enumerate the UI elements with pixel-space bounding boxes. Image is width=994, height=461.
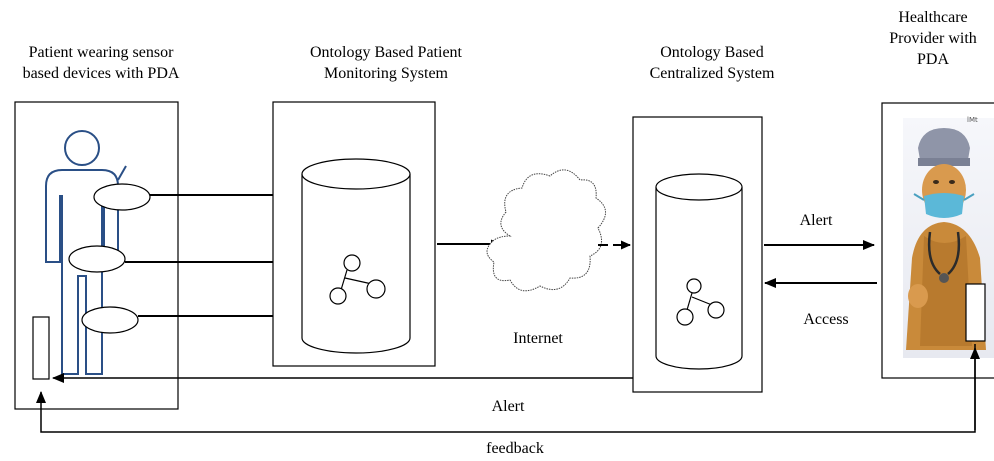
internet-cloud-icon: [486, 169, 606, 292]
svg-text:lMt: lMt: [967, 116, 978, 124]
sensor-oval-3: [81, 306, 139, 334]
sensor-oval-1: [93, 183, 151, 211]
alert-bottom-label: Alert: [491, 398, 525, 415]
alert-right-label: Alert: [799, 212, 833, 229]
sensor-oval-2: [68, 245, 126, 273]
feedback-loop-arrow: [36, 344, 976, 433]
provider-pda-icon: [965, 283, 986, 342]
feedback-label: feedback: [486, 440, 544, 457]
centralized-database-icon: [655, 173, 743, 370]
patient-figure-icon: [45, 130, 127, 375]
access-label: Access: [803, 311, 849, 328]
internet-label: Internet: [513, 330, 563, 347]
centralized-system-label: Ontology Based Centralized System: [649, 44, 775, 82]
centralized-ontology-tree-icon: [676, 278, 725, 326]
patient-pda-icon: [32, 316, 50, 380]
provider-label: Healthcare Provider with PDA: [889, 9, 977, 68]
monitoring-system-label: Ontology Based Patient Monitoring System: [310, 44, 462, 82]
patient-label: Patient wearing sensor based devices wit…: [22, 44, 180, 82]
monitoring-ontology-tree-icon: [329, 254, 386, 305]
